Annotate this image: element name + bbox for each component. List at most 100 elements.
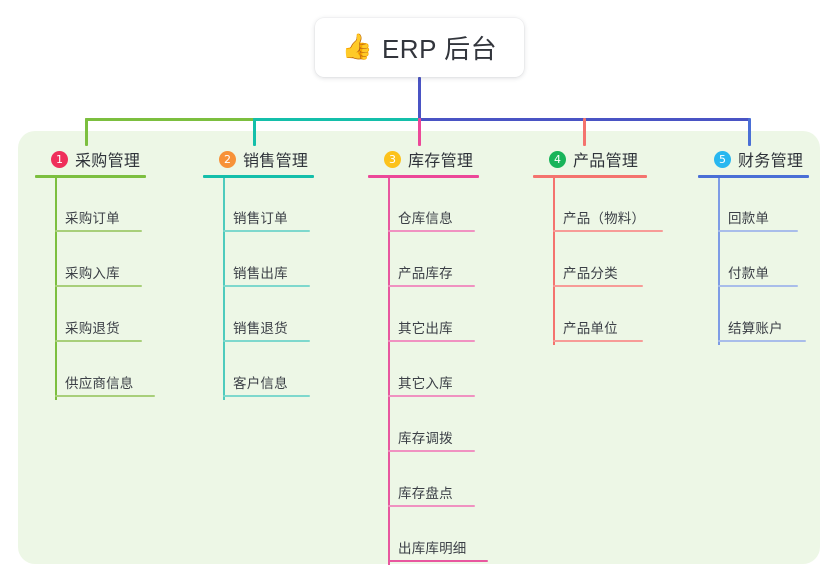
root-title-inner: 👍 ERP 后台 [342, 29, 497, 66]
leaf-node[interactable]: 产品分类 [553, 243, 643, 287]
leaf-node[interactable]: 采购退货 [55, 298, 142, 342]
leaf-label: 销售退货 [233, 321, 288, 336]
diagram-panel-background [18, 131, 820, 564]
leaf-underline [55, 230, 142, 232]
branch-badge-2: 2 [219, 150, 236, 168]
root-title-card[interactable]: 👍 ERP 后台 [315, 18, 524, 77]
leaf-label: 其它出库 [398, 321, 453, 336]
leaf-label: 付款单 [728, 266, 770, 281]
branch-header-4[interactable]: 4 产品管理 [533, 146, 703, 172]
branch-column-1: 1 采购管理 采购订单 采购入库 采购退货 供应商信息 [35, 146, 195, 400]
branch-column-2: 2 销售管理 销售订单 销售出库 销售退货 客户信息 [203, 146, 363, 400]
leaf-label: 采购入库 [65, 266, 120, 281]
thumbs-up-emoji: 👍 [341, 33, 373, 61]
leaf-label: 库存调拨 [398, 431, 453, 446]
leaf-underline [223, 285, 310, 287]
leaf-node[interactable]: 仓库信息 [388, 188, 475, 232]
leaf-underline [553, 230, 663, 232]
leaf-label: 采购订单 [65, 211, 120, 226]
bus-segment-sales [253, 118, 421, 121]
leaf-underline [388, 560, 488, 562]
leaf-underline [388, 450, 475, 452]
branch-column-3: 3 库存管理 仓库信息 产品库存 其它出库 其它入库 库存调拨 库存盘点 [368, 146, 538, 565]
leaf-label: 结算账户 [728, 321, 783, 336]
branch-underline-1 [35, 175, 146, 178]
leaf-label: 出库库明细 [398, 541, 467, 556]
leaf-node[interactable]: 结算账户 [718, 298, 806, 342]
leaf-underline [55, 285, 142, 287]
branch-title-3: 库存管理 [408, 153, 474, 170]
branch-spine-2 [223, 178, 225, 400]
branch-header-1[interactable]: 1 采购管理 [35, 146, 195, 172]
leaf-label: 销售出库 [233, 266, 288, 281]
leaf-label: 供应商信息 [65, 376, 134, 391]
leaf-underline [718, 340, 806, 342]
leaf-node[interactable]: 销售退货 [223, 298, 310, 342]
leaf-label: 其它入库 [398, 376, 453, 391]
leaf-label: 销售订单 [233, 211, 288, 226]
branch-header-2[interactable]: 2 销售管理 [203, 146, 363, 172]
leaf-node[interactable]: 出库库明细 [388, 518, 488, 562]
branch-spine-1 [55, 178, 57, 400]
leaf-node[interactable]: 销售订单 [223, 188, 310, 232]
leaf-underline [55, 340, 142, 342]
leaf-underline [553, 285, 643, 287]
leaf-underline [55, 395, 155, 397]
leaf-node[interactable]: 客户信息 [223, 353, 310, 397]
leaf-node[interactable]: 库存调拨 [388, 408, 475, 452]
leaf-node[interactable]: 付款单 [718, 243, 798, 287]
branch-underline-2 [203, 175, 314, 178]
branch-title-4: 产品管理 [573, 153, 639, 170]
leaf-node[interactable]: 产品单位 [553, 298, 643, 342]
leaf-underline [718, 285, 798, 287]
branch-title-2: 销售管理 [243, 153, 309, 170]
page-title: ERP 后台 [381, 34, 498, 64]
leaf-node[interactable]: 其它出库 [388, 298, 475, 342]
branch-badge-3: 3 [384, 150, 401, 168]
leaf-node[interactable]: 采购订单 [55, 188, 142, 232]
leaf-node[interactable]: 采购入库 [55, 243, 142, 287]
leaf-node[interactable]: 回款单 [718, 188, 798, 232]
leaf-label: 回款单 [728, 211, 770, 226]
branch-badge-5: 5 [714, 150, 731, 168]
leaf-underline [718, 230, 798, 232]
branch-column-4: 4 产品管理 产品（物料） 产品分类 产品单位 [533, 146, 703, 345]
leaf-node[interactable]: 库存盘点 [388, 463, 475, 507]
branch-title-5: 财务管理 [738, 153, 804, 170]
leaf-underline [388, 505, 475, 507]
leaf-label: 产品（物料） [563, 211, 646, 226]
leaf-underline [553, 340, 643, 342]
branch-underline-5 [698, 175, 809, 178]
leaf-underline [388, 230, 475, 232]
branch-header-3[interactable]: 3 库存管理 [368, 146, 538, 172]
bus-segment-purchase [85, 118, 255, 121]
trunk-line [418, 77, 421, 120]
leaf-label: 库存盘点 [398, 486, 453, 501]
leaf-underline [388, 285, 475, 287]
leaf-underline [223, 340, 310, 342]
branch-underline-3 [368, 175, 479, 178]
branch-title-1: 采购管理 [75, 153, 141, 170]
leaf-label: 产品单位 [563, 321, 618, 336]
leaf-underline [388, 340, 475, 342]
leaf-node[interactable]: 产品（物料） [553, 188, 663, 232]
leaf-underline [388, 395, 475, 397]
branch-badge-1: 1 [51, 150, 68, 168]
leaf-node[interactable]: 销售出库 [223, 243, 310, 287]
branch-header-5[interactable]: 5 财务管理 [698, 146, 839, 172]
branch-column-5: 5 财务管理 回款单 付款单 结算账户 [698, 146, 839, 345]
leaf-node[interactable]: 产品库存 [388, 243, 475, 287]
leaf-label: 采购退货 [65, 321, 120, 336]
branch-underline-4 [533, 175, 647, 178]
leaf-label: 产品库存 [398, 266, 453, 281]
bus-segment-finance [419, 118, 750, 121]
branch-spine-3 [388, 178, 390, 565]
leaf-label: 产品分类 [563, 266, 618, 281]
branch-spine-4 [553, 178, 555, 345]
leaf-label: 仓库信息 [398, 211, 453, 226]
branch-spine-5 [718, 178, 720, 345]
leaf-node[interactable]: 供应商信息 [55, 353, 155, 397]
leaf-node[interactable]: 其它入库 [388, 353, 475, 397]
leaf-underline [223, 395, 310, 397]
